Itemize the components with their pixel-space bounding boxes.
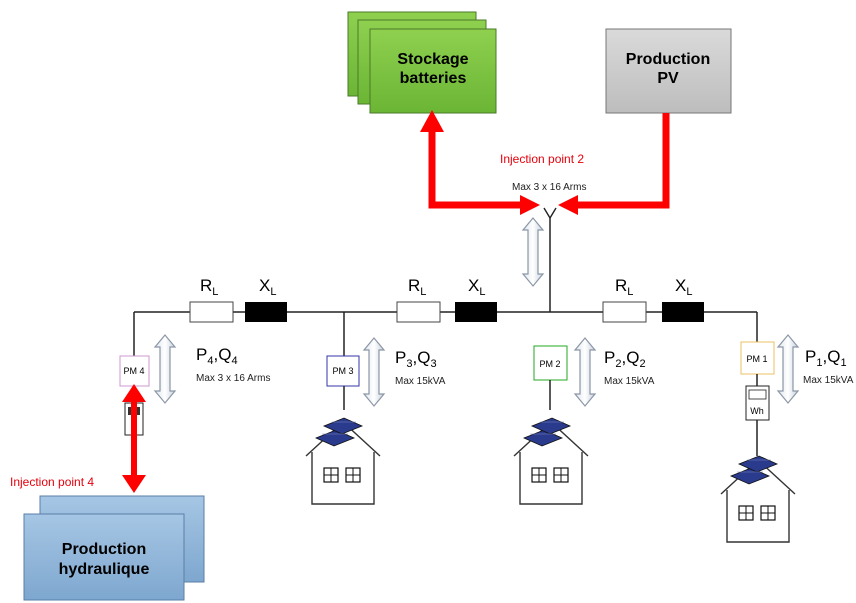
grid-exchange-arrow [522,217,544,287]
house-1-icon [720,455,796,543]
pv-label-line2: PV [657,70,679,87]
reactance-label-3: XL [675,276,692,298]
injection-point-4-label: Injection point 4 [10,475,94,489]
line-segment-3: RL XL [602,276,704,323]
pv-production-box: Production PV [605,28,732,114]
pm4-pq-label: P4,Q4 [196,345,238,367]
hydro-production-box: Production hydraulique [23,495,205,601]
pm2-pq-label: P2,Q2 [604,348,646,370]
house-3-icon [305,417,381,505]
line-segment-2: RL XL [396,276,497,323]
injection-point-2-flow [420,110,670,215]
battery-label-line2: batteries [400,70,467,87]
pm3-pq-label: P3,Q3 [395,348,437,370]
branch-pm4: PM 4 P4,Q4 Max 3 x 16 Arms [119,312,270,436]
pm4-label: PM 4 [123,366,144,376]
wh-meter-label: Wh [750,406,764,416]
injection-point-4-flow [122,384,146,493]
reactance-label-2: XL [468,276,485,298]
pm1-pq-label: P1,Q1 [805,347,847,369]
injection-point-2-max: Max 3 x 16 Arms [512,182,586,193]
line-segment-1: RL XL [189,276,287,323]
injection-point-2-label: Injection point 2 [500,152,584,166]
branch-pm1: PM 3 PM 1 Wh P1,Q1 Max 15kVA [720,312,854,543]
pm1-max: Max 15kVA [803,375,854,386]
battery-label-line1: Stockage [397,51,468,68]
branch-pm2: PM 2 P2,Q2 Max 15kVA [513,337,655,505]
branch-pm3: PM 3 P3,Q3 Max 15kVA [305,312,446,505]
battery-storage-box: Stockage batteries [347,11,497,114]
resistance-label-2: RL [408,276,426,298]
resistance-label-3: RL [615,276,633,298]
pm1-label-text: PM 1 [746,354,767,364]
hydro-label-line2: hydraulique [59,561,150,578]
pm2-max: Max 15kVA [604,376,655,387]
house-2-icon [513,417,589,505]
reactance-label-1: XL [259,276,276,298]
pm3-max: Max 15kVA [395,376,446,387]
hydro-label-line1: Production [62,541,146,558]
pm3-label: PM 3 [332,366,353,376]
pv-label-line1: Production [626,51,710,68]
pm2-label: PM 2 [539,359,560,369]
pm4-max: Max 3 x 16 Arms [196,373,270,384]
resistance-label-1: RL [200,276,218,298]
injection-point-2-node [543,207,557,312]
